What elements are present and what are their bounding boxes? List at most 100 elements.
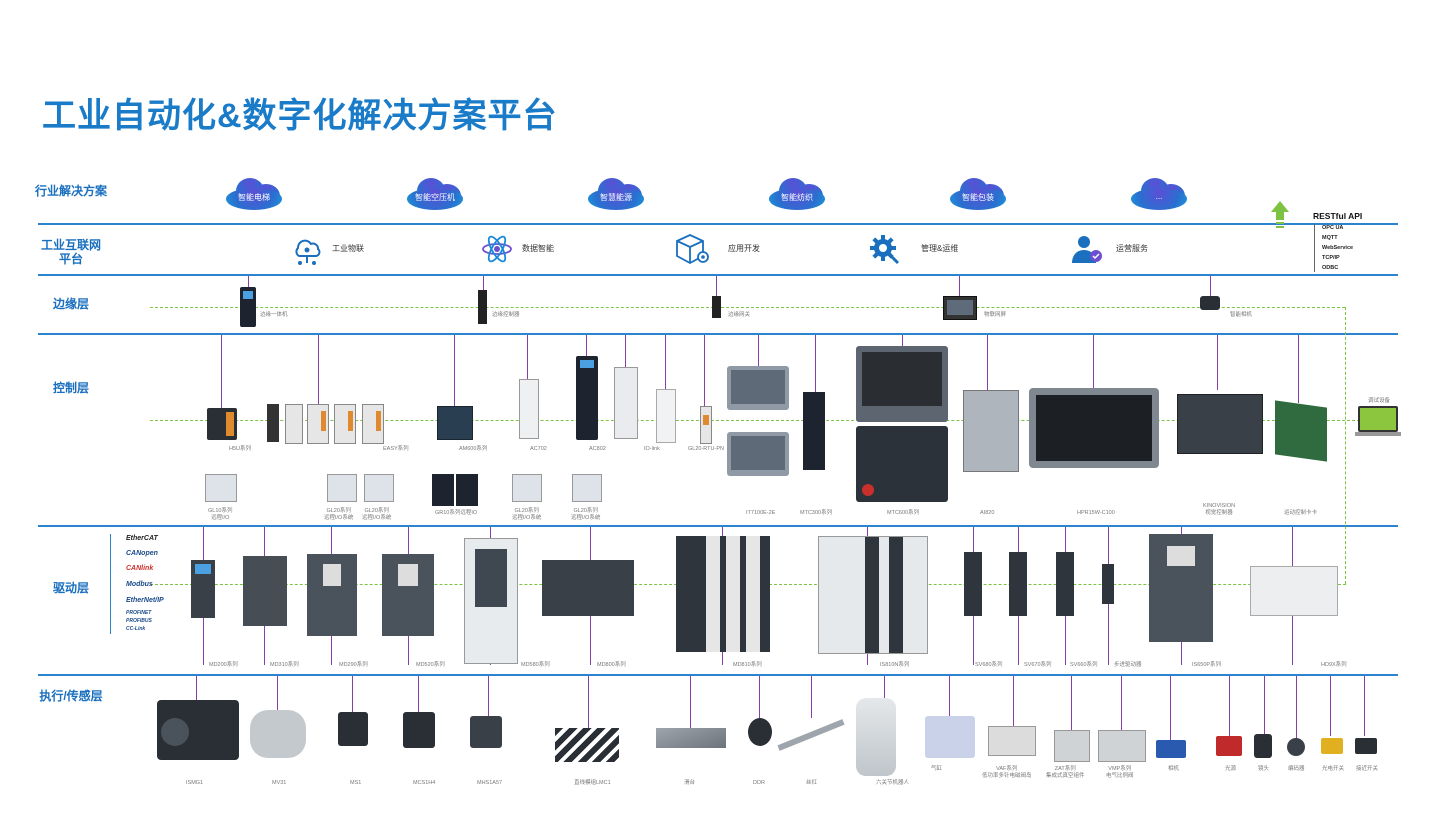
control-label: AI820: [980, 510, 995, 516]
atom-icon: [482, 235, 512, 263]
actuator-label: 镜头: [1258, 766, 1270, 772]
mtc600-cnc-keypad: [856, 426, 948, 502]
gear-wrench-icon: [870, 235, 900, 265]
actuator-label: MHS1A57: [477, 780, 503, 786]
platform-management: 管理&运维: [867, 232, 958, 266]
easy-plc-module: [334, 404, 356, 444]
drive-label: IS650P系列: [1192, 662, 1222, 668]
sv670-servo-drive: [1009, 552, 1027, 616]
actuator-label: VAF系列低功率多针电磁阀岛: [982, 766, 1032, 779]
protocol-canlink: CANlink: [126, 565, 154, 572]
drive-label: 步进驱动器: [1114, 662, 1142, 668]
hpr-panel-pc: [1029, 388, 1159, 468]
api-item-webservice: WebService: [1322, 245, 1354, 251]
control-label: HPR15W-C100: [1077, 510, 1115, 516]
connector-line: [716, 276, 717, 306]
connector-line: [1330, 676, 1331, 736]
vaf-valve-island: [988, 726, 1036, 756]
upload-arrow-icon: [1271, 201, 1289, 228]
layer-label-actuator: 执行/传感层: [39, 689, 103, 703]
md200-drive: [191, 560, 215, 618]
platform-operations: 运营服务: [1070, 232, 1148, 266]
actuator-label: 直线模组LMC1: [574, 780, 611, 786]
control-label: AC702: [530, 446, 547, 452]
sv660-servo-drive: [1056, 552, 1074, 616]
ai820-industrial-pc: [963, 390, 1019, 472]
actuator-label: 相机: [1168, 766, 1180, 772]
cloud-smart-compressor: 智能空压机: [405, 178, 465, 214]
control-label: H5U系列: [229, 446, 252, 452]
md520-drive: [382, 554, 434, 636]
gl20-remote-io: [327, 474, 357, 502]
stepper-drive: [1102, 564, 1114, 604]
actuator-label: 气缸: [931, 766, 943, 772]
servo-motor-large: [157, 700, 239, 760]
layer-label-edge: 边缘层: [52, 297, 89, 311]
actuator-label: 编码器: [1288, 766, 1305, 772]
io-link-module: [656, 389, 676, 443]
connector-line: [586, 335, 587, 357]
hmi-touchscreen: [727, 432, 789, 476]
control-label: GR10系列远程IO: [435, 510, 478, 516]
io-link-master: [614, 367, 638, 439]
six-axis-robot: [856, 698, 896, 776]
protocol-profinet: PROFINET: [126, 610, 152, 616]
hmi-touchscreen: [727, 366, 789, 410]
connector-line: [454, 335, 455, 410]
slide-table: [656, 728, 726, 748]
mtc300-controller: [803, 392, 825, 470]
control-label: MTC300系列: [800, 510, 833, 516]
connector-line: [527, 335, 528, 380]
actuator-label: MS1: [350, 780, 362, 786]
api-item-mqtt: MQTT: [1322, 235, 1338, 241]
ac802-controller: [576, 356, 598, 440]
layer-divider: [38, 274, 1398, 276]
h5u-plc: [207, 408, 237, 440]
protocol-bracket: [110, 534, 111, 634]
cloud-smart-packaging: 智能包装: [948, 178, 1008, 214]
encoder: [1287, 738, 1305, 756]
actuator-label: MV31: [272, 780, 287, 786]
cloud-smart-energy: 智慧能源: [586, 178, 646, 214]
layer-divider: [38, 674, 1398, 676]
gr10-remote-io: [432, 474, 454, 506]
control-network-line: [150, 420, 1360, 421]
protocol-modbus: Modbus: [126, 581, 153, 588]
control-label: IT7100E-2E: [746, 510, 776, 516]
control-label: AM600系列: [459, 446, 488, 452]
connector-line: [277, 676, 278, 714]
drive-label: MD200系列: [209, 662, 238, 668]
connector-line: [815, 335, 816, 393]
gl20-rtu-pn-module: [700, 406, 712, 444]
hd9x-drive: [1250, 566, 1338, 616]
md800-drive: [542, 560, 634, 616]
platform-app-dev: 应用开发: [674, 232, 760, 266]
connector-line: [949, 676, 950, 720]
control-label: GL20系列远程I/O系统: [324, 508, 354, 521]
connector-line: [665, 335, 666, 390]
api-item-odbc: ODBC: [1322, 265, 1339, 271]
actuator-label: ISMG1: [186, 780, 204, 786]
connector-line: [884, 676, 885, 698]
edge-network-line: [150, 307, 1345, 308]
gl20-remote-io: [512, 474, 542, 502]
connector-line: [196, 676, 197, 706]
cloud-more: ...: [1129, 178, 1189, 214]
api-item-opcua: OPC UA: [1322, 225, 1344, 231]
md810-drive: [676, 536, 770, 652]
protocol-profibus: PROFIBUS: [126, 618, 152, 624]
vmp-proportional-valve: [1098, 730, 1146, 762]
kinovision-vision-controller: [1177, 394, 1263, 454]
is810n-drive: [818, 536, 928, 654]
page-title: 工业自动化&数字化解决方案平台: [42, 97, 558, 135]
connector-line: [1264, 676, 1265, 736]
actuator-label: 六关节机器人: [876, 780, 910, 786]
md580-drive: [464, 538, 518, 664]
connector-line: [1210, 276, 1211, 296]
edge-gateway-device: [712, 296, 721, 318]
ball-screw: [777, 719, 845, 751]
am600-plc: [437, 406, 473, 440]
control-label: MTC600系列: [887, 510, 920, 516]
actuator-label: VMP系列电气比例阀: [1106, 766, 1134, 779]
